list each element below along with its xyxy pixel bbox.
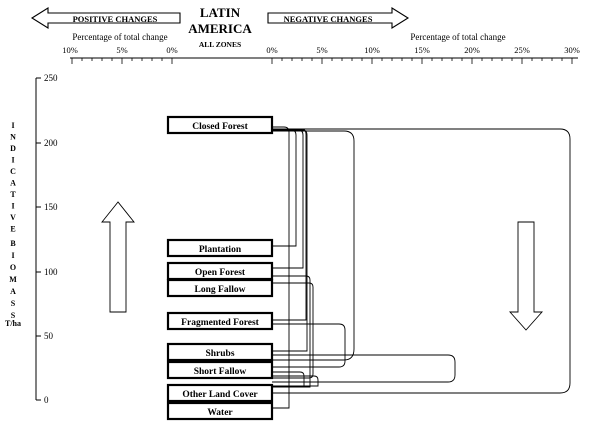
right-percent-ticks: 0% 5% 10% 15% 20% 25% 30% (266, 45, 579, 55)
y-tick-label: 50 (44, 331, 54, 341)
class-box-closed-forest: Closed Forest (166, 115, 274, 135)
right-tick-label: 0% (266, 45, 277, 55)
y-axis-title-letter: B (10, 239, 16, 248)
y-tick-label: 0 (44, 395, 49, 405)
class-box-water: Water (166, 401, 274, 421)
class-label: Open Forest (195, 268, 246, 278)
y-axis-title-letter: I (11, 202, 14, 211)
connector-closed-forest-to-water (272, 126, 290, 409)
class-box-short-fallow: Short Fallow (166, 360, 274, 380)
y-axis-title-letter: I (11, 156, 14, 165)
y-axis-title-letter: O (10, 263, 16, 272)
title-line-1: LATIN (200, 5, 241, 20)
increase-arrow (101, 201, 135, 313)
connector-fragmented-forest-to-short-fallow (272, 323, 346, 368)
subtitle: ALL ZONES (199, 40, 241, 49)
class-box-other-land-cover: Other Land Cover (166, 383, 274, 403)
class-label: Other Land Cover (182, 390, 258, 400)
class-label: Closed Forest (192, 122, 248, 132)
y-axis-unit: T/ha (5, 319, 21, 328)
connector-long-fallow-to-other (272, 375, 319, 387)
y-tick-label: 150 (44, 202, 58, 212)
right-tick-label: 5% (316, 45, 327, 55)
connector-shrubs-to-short-fallow (272, 354, 456, 383)
class-label: Fragmented Forest (181, 318, 259, 328)
y-axis-title-letter: D (10, 144, 16, 153)
connector-closed-forest-to-open-forest (272, 129, 304, 269)
y-axis-title-letter: S (11, 299, 16, 308)
class-label: Shrubs (205, 349, 234, 359)
right-tick-label: 25% (514, 45, 530, 55)
left-tick-label: 10% (62, 45, 78, 55)
class-label: Plantation (199, 245, 242, 255)
y-axis-title-letter: A (10, 287, 16, 296)
y-axis-title-letter: M (9, 275, 17, 284)
y-axis-title-letter: I (11, 121, 14, 130)
decrease-arrow (508, 221, 544, 331)
biomass-axis: 250 200 150 100 50 0 (35, 73, 58, 405)
y-axis-title-letter: V (10, 213, 16, 222)
connector-closed-forest-to-long-fallow (272, 130, 355, 361)
class-box-shrubs: Shrubs (166, 342, 274, 362)
negative-changes-arrow: NEGATIVE CHANGES (267, 7, 410, 29)
right-tick-label: 30% (564, 45, 580, 55)
right-tick-label: 10% (364, 45, 380, 55)
y-tick-label: 200 (44, 138, 58, 148)
connector-open-forest-to-long-fallow (272, 282, 314, 379)
right-tick-label: 20% (464, 45, 480, 55)
connector-closed-forest-to-plantation (272, 129, 297, 247)
pct-caption-left: Percentage of total change (72, 32, 167, 42)
connector-short-fallow-to-other (272, 371, 305, 388)
y-axis-title-letter: N (10, 133, 16, 142)
transition-connectors (272, 126, 571, 409)
connector-closed-forest-to-shrubs (272, 129, 308, 352)
left-tick-label: 0% (166, 45, 177, 55)
y-axis-title-letter: T (10, 190, 16, 199)
class-box-fragmented-forest: Fragmented Forest (166, 311, 274, 331)
left-tick-label: 5% (116, 45, 127, 55)
class-label: Short Fallow (194, 367, 247, 377)
y-axis-title-letter: E (10, 225, 15, 234)
left-percent-ticks: 10% 5% 0% (62, 45, 177, 55)
connector-closed-forest-to-other-land-cover (272, 128, 571, 394)
class-box-plantation: Plantation (166, 238, 274, 258)
y-axis-title-letter: A (10, 179, 16, 188)
y-tick-label: 250 (44, 73, 58, 83)
title-line-2: AMERICA (188, 21, 252, 36)
y-axis-title-letter: I (11, 251, 14, 260)
y-axis-title-letter: S (11, 311, 16, 320)
class-box-open-forest: Open Forest (166, 261, 274, 281)
negative-changes-label: NEGATIVE CHANGES (284, 14, 373, 24)
pct-caption-right: Percentage of total change (410, 32, 505, 42)
positive-changes-label: POSITIVE CHANGES (73, 14, 158, 24)
percent-ruler (70, 57, 578, 64)
right-tick-label: 15% (414, 45, 430, 55)
y-tick-label: 100 (44, 267, 58, 277)
class-box-long-fallow: Long Fallow (166, 278, 274, 298)
positive-changes-arrow: POSITIVE CHANGES (30, 7, 181, 29)
class-label: Long Fallow (195, 285, 246, 295)
class-label: Water (207, 408, 233, 418)
y-axis-title-letter: C (10, 167, 16, 176)
connector-open-forest-to-short-fallow (272, 275, 311, 388)
